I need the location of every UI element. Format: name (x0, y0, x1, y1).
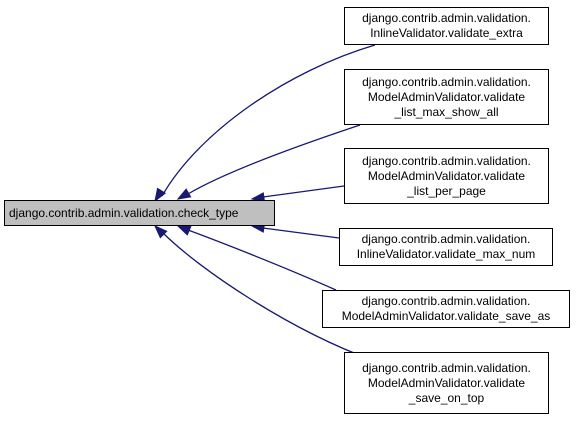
node-check-type-label: django.contrib.admin.validation.check_ty… (9, 205, 239, 220)
node-label-line: _list_max_show_all (394, 104, 499, 119)
node-label-line: django.contrib.admin.validation. (361, 232, 531, 246)
node-label-line: django.contrib.admin.validation. (362, 11, 531, 25)
edge-validate-list-max-arrowhead (176, 188, 192, 200)
edge-validate-extra (161, 44, 376, 197)
node-label-line: django.contrib.admin.validation. (362, 153, 531, 168)
edge-validate-save-as-arrowhead (176, 225, 192, 236)
node-check-type[interactable]: django.contrib.admin.validation.check_ty… (4, 200, 275, 226)
edge-validate-max-num (262, 227, 340, 239)
node-label-line: django.contrib.admin.validation. (362, 360, 531, 375)
node-label-line: InlineValidator.validate_max_num (356, 247, 536, 261)
edge-validate-save-on-top (161, 231, 373, 361)
node-label-line: InlineValidator.validate_extra (370, 26, 523, 40)
node-validate-list-per-page[interactable]: django.contrib.admin.validation. ModelAd… (344, 148, 549, 204)
node-validate-save-on-top[interactable]: django.contrib.admin.validation. ModelAd… (344, 352, 549, 414)
node-label-line: _save_on_top (408, 390, 485, 405)
node-label-line: ModelAdminValidator.validate (367, 375, 526, 390)
edge-validate-save-as (187, 229, 337, 291)
node-label-line: django.contrib.admin.validation. (361, 294, 531, 308)
edge-validate-save-on-top-arrowhead (153, 224, 168, 239)
node-label-line: django.contrib.admin.validation. (362, 74, 531, 89)
node-label-line: ModelAdminValidator.validate (367, 168, 526, 183)
node-validate-list-max-show-all[interactable]: django.contrib.admin.validation. ModelAd… (344, 69, 549, 125)
node-label-line: ModelAdminValidator.validate (367, 89, 526, 104)
edge-validate-list-per-page (262, 185, 345, 198)
node-validate-save-as[interactable]: django.contrib.admin.validation. ModelAd… (322, 290, 570, 328)
node-label-line: _list_per_page (407, 183, 486, 198)
edge-validate-extra-arrowhead (154, 187, 167, 203)
node-validate-extra[interactable]: django.contrib.admin.validation. InlineV… (344, 7, 549, 45)
node-validate-max-num[interactable]: django.contrib.admin.validation. InlineV… (339, 228, 553, 266)
node-label-line: ModelAdminValidator.validate_save_as (341, 309, 551, 323)
edge-validate-list-max (187, 124, 361, 195)
